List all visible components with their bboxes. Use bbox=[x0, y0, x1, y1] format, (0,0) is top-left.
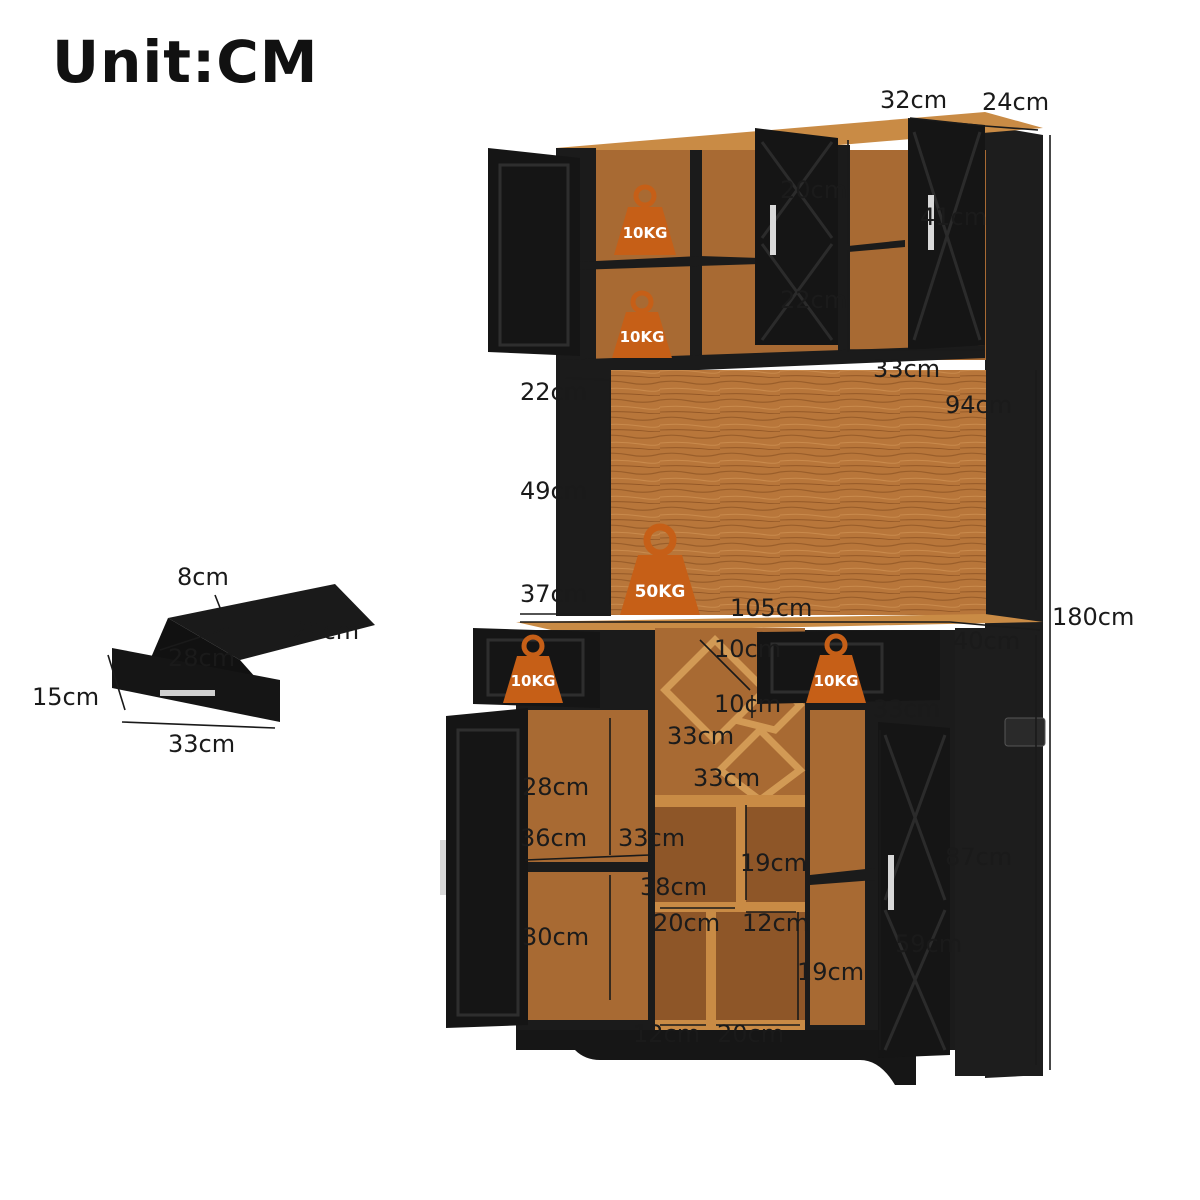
dim-upper-door-41: 41cm bbox=[920, 203, 988, 231]
dim-top-depth-32: 32cm bbox=[880, 86, 948, 114]
dim-cubby-20b: 20cm bbox=[717, 1020, 785, 1048]
dim-lower-door-59: 59cm bbox=[895, 930, 963, 958]
lower-left-door bbox=[446, 708, 528, 1028]
dim-cubby-19a: 19cm bbox=[740, 849, 808, 877]
dim-drawer-right-33: 33cm bbox=[873, 695, 941, 723]
drawer-dim-depth-29: 29cm bbox=[292, 617, 360, 645]
drawer-dim-front-15: 15cm bbox=[32, 683, 100, 711]
drawer-dim-height-8: 8cm bbox=[177, 563, 229, 591]
dim-total-height-180: 180cm bbox=[1052, 603, 1135, 631]
dim-cubby-12a: 12cm bbox=[742, 909, 810, 937]
dim-hutch-side-49: 49cm bbox=[520, 477, 588, 505]
dim-hutch-depth-22: 22cm bbox=[520, 378, 588, 406]
dim-wine-33b: 33cm bbox=[693, 764, 761, 792]
dim-top-depth-24: 24cm bbox=[982, 88, 1050, 116]
counter-top bbox=[516, 614, 1043, 632]
weight-label-counter: 50KG bbox=[634, 582, 686, 602]
dim-lower-left-33: 33cm bbox=[618, 824, 686, 852]
dim-cubby-20a: 20cm bbox=[653, 909, 721, 937]
weight-icon-drawer-left bbox=[503, 634, 563, 703]
weight-label-drawer-left: 10KG bbox=[510, 672, 556, 690]
dim-cubby-38: 38cm bbox=[640, 873, 708, 901]
dim-wine-33a: 33cm bbox=[667, 722, 735, 750]
dim-cubby-12b: 12cm bbox=[633, 1020, 701, 1048]
drawer-dim-inner-28: 28cm bbox=[168, 644, 236, 672]
weight-icon-upper-bottom bbox=[612, 290, 672, 358]
weight-icon-counter bbox=[620, 523, 700, 615]
dim-counter-depth-40: 40cm bbox=[953, 627, 1021, 655]
weight-label-upper-top: 10KG bbox=[622, 224, 668, 242]
dim-lower-left-28: 28cm bbox=[522, 773, 590, 801]
upper-middle-door bbox=[755, 128, 838, 345]
upper-left-door bbox=[488, 148, 580, 356]
weight-icon-upper-top bbox=[614, 184, 676, 255]
weight-label-upper-bottom: 10KG bbox=[619, 328, 665, 346]
lower-right-door bbox=[878, 722, 950, 1058]
dim-upper-width-33: 33cm bbox=[873, 355, 941, 383]
dim-hutch-side-37: 37cm bbox=[520, 580, 588, 608]
dim-upper-shelf-22: 22cm bbox=[780, 286, 848, 314]
dim-hutch-height-94: 94cm bbox=[945, 391, 1013, 419]
drawer-dim-width-33: 33cm bbox=[168, 730, 236, 758]
dim-wine-10b: 10cm bbox=[714, 690, 782, 718]
dim-lower-height-87: 87cm bbox=[945, 843, 1013, 871]
dimension-lines bbox=[107, 117, 1051, 1070]
detached-drawer-front bbox=[112, 648, 280, 722]
dim-counter-width-105: 105cm bbox=[730, 594, 813, 622]
detached-drawer-body bbox=[168, 584, 375, 660]
dim-lower-left-30: 30cm bbox=[522, 923, 590, 951]
dim-wine-10a: 10cm bbox=[714, 635, 782, 663]
weight-label-drawer-right: 10KG bbox=[813, 672, 859, 690]
dim-upper-shelf-20: 20cm bbox=[780, 176, 848, 204]
dim-lower-left-36: 36cm bbox=[520, 824, 588, 852]
weight-icon-drawer-right bbox=[806, 633, 866, 703]
hutch-left-side bbox=[556, 366, 611, 616]
unit-title: Unit:CM bbox=[52, 28, 319, 96]
dim-cubby-19b: 19cm bbox=[797, 958, 865, 986]
